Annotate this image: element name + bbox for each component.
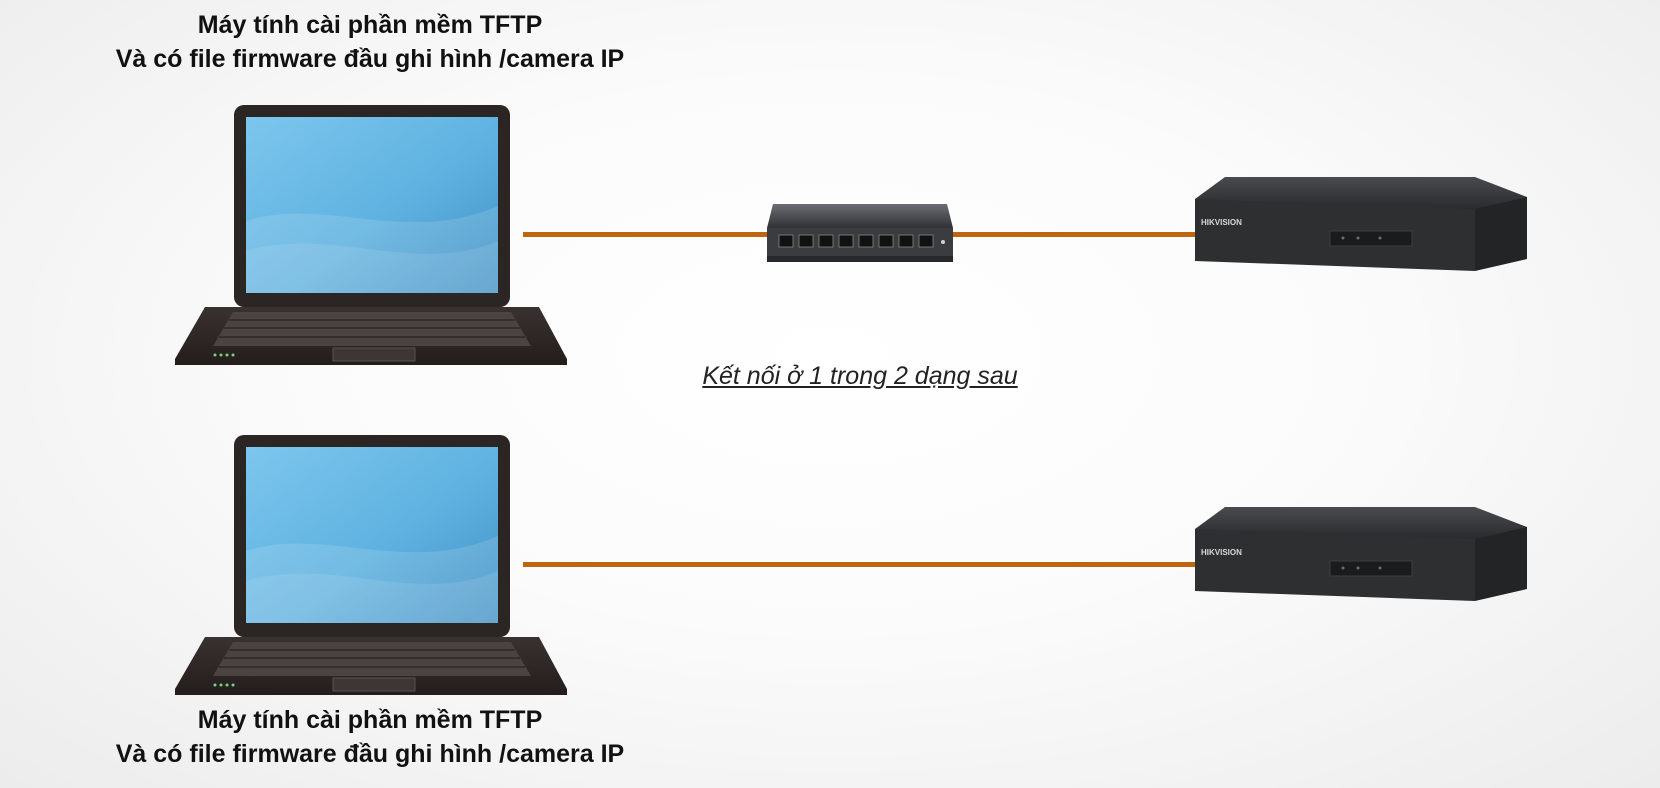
cable-switch-to-dvr (952, 232, 1197, 237)
network-switch-icon (767, 204, 953, 262)
dvr-brand-label: HIKVISION (1201, 218, 1242, 227)
top-caption-line1: Máy tính cài phần mềm TFTP (197, 11, 543, 39)
dvr-icon: HIKVISION (1195, 507, 1527, 601)
connection-note: Kết nối ở 1 trong 2 dạng sau (702, 362, 1018, 390)
top-caption: Máy tính cài phần mềm TFTP Và có file fi… (70, 8, 670, 76)
cable-laptop-to-dvr (523, 562, 1197, 567)
laptop-icon (175, 435, 567, 695)
bottom-caption-line2: Và có file firmware đầu ghi hình /camera… (115, 740, 625, 768)
cable-laptop-to-switch (523, 232, 767, 237)
bottom-caption-line1: Máy tính cài phần mềm TFTP (197, 706, 543, 734)
dvr-icon: HIKVISION (1195, 177, 1527, 271)
top-caption-line2: Và có file firmware đầu ghi hình /camera… (115, 45, 625, 73)
dvr-brand-label: HIKVISION (1201, 548, 1242, 557)
laptop-icon (175, 105, 567, 365)
bottom-caption: Máy tính cài phần mềm TFTP Và có file fi… (70, 703, 670, 771)
